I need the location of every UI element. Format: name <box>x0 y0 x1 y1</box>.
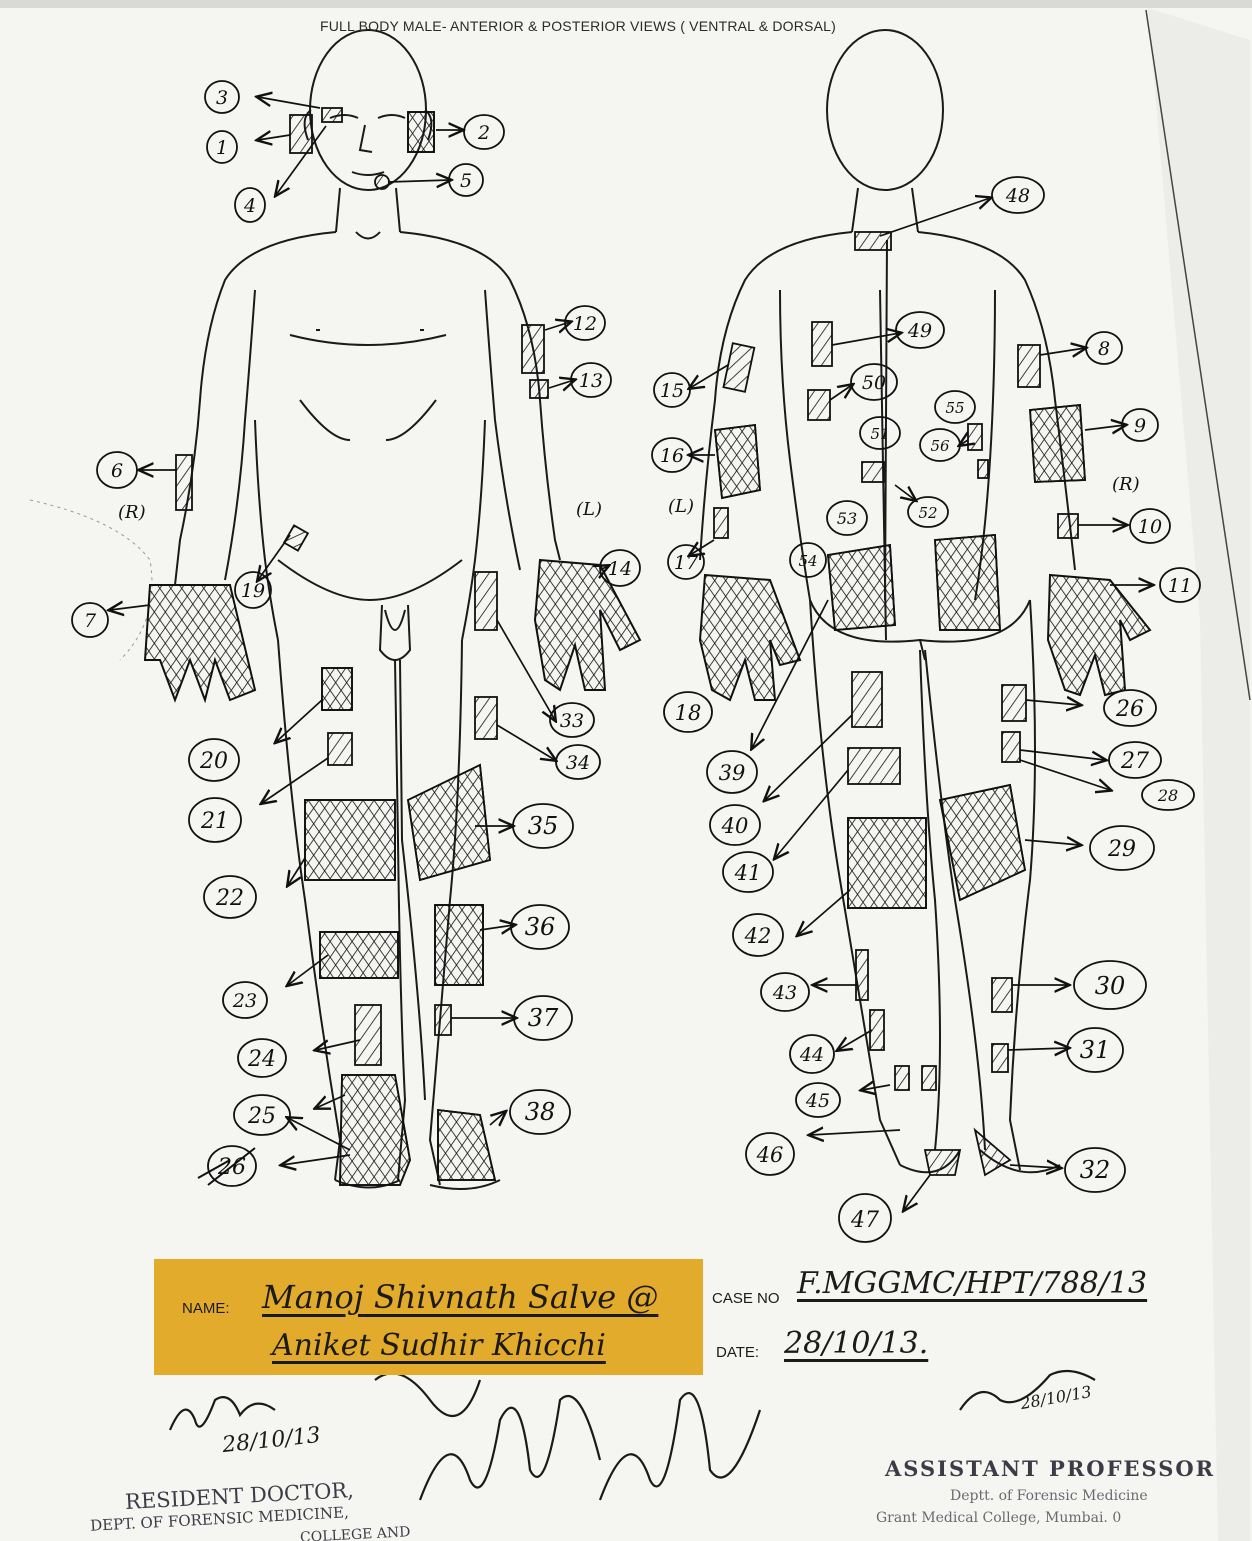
date-value: 28/10/13. <box>784 1326 928 1361</box>
case-number: F.MGGMC/HPT/788/13 <box>797 1266 1147 1301</box>
marker-text-13: 13 <box>579 370 603 392</box>
marker-text-18: 18 <box>675 701 702 725</box>
marker-text-27: 27 <box>1120 749 1149 774</box>
marker-text-34: 34 <box>566 752 590 774</box>
marker-text-38: 38 <box>525 1098 556 1126</box>
assistant-professor-title: ASSISTANT PROFESSOR <box>885 1456 1215 1481</box>
marker-text-33: 33 <box>560 710 584 732</box>
marker-text-9: 9 <box>1134 415 1146 437</box>
marker-text-49: 49 <box>907 320 932 342</box>
side-label-r-front: (R) <box>118 502 146 523</box>
marker-text-5: 5 <box>460 170 472 192</box>
assistant-professor-dept: Deptt. of Forensic Medicine <box>950 1488 1148 1504</box>
case-label: CASE NO <box>712 1290 780 1307</box>
marker-text-53: 53 <box>837 509 857 528</box>
marker-text-11: 11 <box>1168 575 1192 597</box>
marker-text-32: 32 <box>1080 1156 1111 1184</box>
marker-text-20: 20 <box>199 749 228 774</box>
side-label-l-front: (L) <box>576 499 602 520</box>
side-label-r-back: (R) <box>1112 474 1140 495</box>
side-label-l-back: (L) <box>668 496 694 517</box>
marker-text-19: 19 <box>241 580 265 602</box>
patient-name-line2: Aniket Sudhir Khicchi <box>272 1328 606 1363</box>
marker-text-3: 3 <box>216 87 228 109</box>
marker-text-12: 12 <box>573 313 597 335</box>
marker-text-8: 8 <box>1098 338 1110 360</box>
marker-text-42: 42 <box>744 924 772 948</box>
assistant-professor-college: Grant Medical College, Mumbai. 0 <box>876 1510 1121 1526</box>
marker-text-7: 7 <box>84 610 97 632</box>
marker-text-10: 10 <box>1138 516 1162 538</box>
marker-text-37: 37 <box>528 1004 559 1032</box>
marker-text-51: 51 <box>870 425 889 443</box>
marker-text-46: 46 <box>756 1143 784 1167</box>
marker-text-44: 44 <box>799 1044 824 1066</box>
marker-text-22: 22 <box>215 886 244 911</box>
marker-text-48: 48 <box>1005 185 1030 207</box>
form-title: FULL BODY MALE- ANTERIOR & POSTERIOR VIE… <box>320 18 970 34</box>
marker-text-15: 15 <box>660 380 684 402</box>
marker-text-6: 6 <box>111 460 123 482</box>
date-label: DATE: <box>716 1344 759 1361</box>
marker-text-41: 41 <box>734 861 762 885</box>
marker-text-39: 39 <box>719 761 746 785</box>
marker-text-25: 25 <box>247 1104 276 1129</box>
marker-text-26: 26 <box>1115 697 1144 722</box>
marker-text-16: 16 <box>660 445 684 467</box>
marker-text-43: 43 <box>772 982 797 1004</box>
patient-name-line1: Manoj Shivnath Salve @ <box>262 1278 658 1316</box>
marker-text-52: 52 <box>918 504 937 522</box>
marker-text-21: 21 <box>200 809 229 834</box>
marker-text-35: 35 <box>528 812 559 840</box>
marker-text-28: 28 <box>1157 786 1178 805</box>
marker-text-29: 29 <box>1107 837 1136 862</box>
marker-text-45: 45 <box>805 1090 830 1112</box>
marker-text-50: 50 <box>862 372 886 394</box>
marker-text-17: 17 <box>674 552 699 574</box>
marker-text-47: 47 <box>850 1208 879 1233</box>
marker-text-24: 24 <box>247 1047 276 1072</box>
marker-text-14: 14 <box>608 558 632 580</box>
marker-text-23: 23 <box>232 990 257 1012</box>
marker-text-56: 56 <box>930 437 950 455</box>
marker-text-36: 36 <box>525 913 556 941</box>
marker-text-40: 40 <box>721 814 749 838</box>
marker-text-31: 31 <box>1080 1036 1111 1064</box>
name-label: NAME: <box>182 1300 230 1317</box>
marker-text-30: 30 <box>1095 972 1126 1000</box>
marker-text-4: 4 <box>243 195 256 217</box>
marker-text-54: 54 <box>798 552 817 570</box>
marker-text-55: 55 <box>945 399 964 417</box>
marker-text-1: 1 <box>216 137 228 159</box>
marker-text-2: 2 <box>477 122 490 144</box>
